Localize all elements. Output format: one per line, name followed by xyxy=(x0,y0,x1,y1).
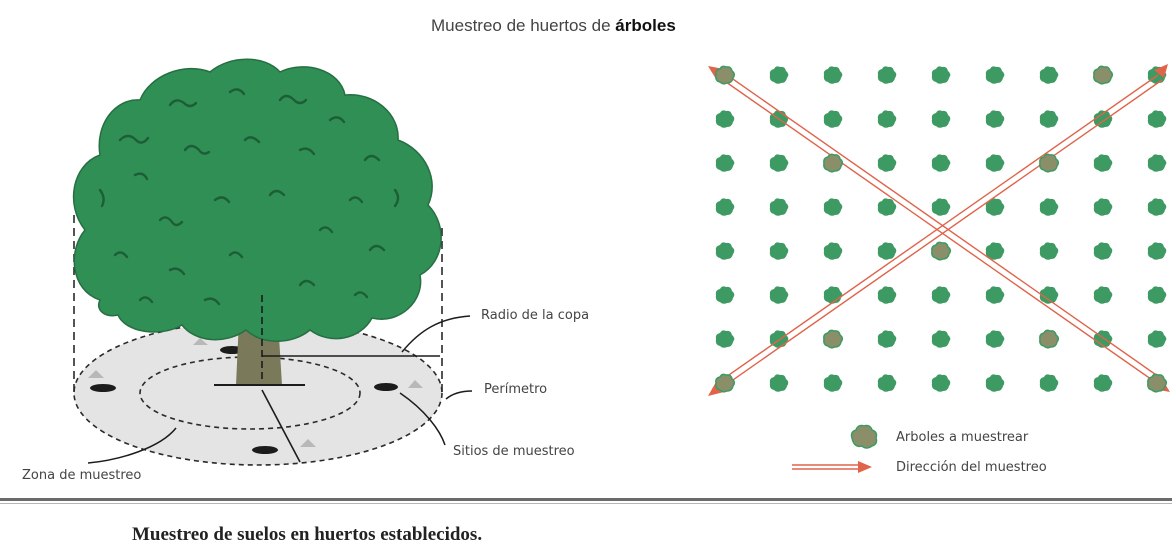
orchard-tree xyxy=(769,242,789,260)
orchard-tree xyxy=(877,154,897,172)
label-sampling-sites: Sitios de muestreo xyxy=(453,444,575,459)
orchard-tree xyxy=(931,330,951,348)
orchard-tree xyxy=(1093,242,1113,260)
orchard-tree xyxy=(1039,66,1059,84)
label-crown-radius: Radio de la copa xyxy=(481,308,590,323)
divider-rule-thin xyxy=(0,503,1172,504)
orchard-tree xyxy=(769,66,789,84)
orchard-tree xyxy=(1147,286,1167,304)
orchard-tree xyxy=(823,66,843,84)
legend-label-direction: Dirección del muestreo xyxy=(896,460,1047,475)
tree-canopy xyxy=(72,58,442,342)
orchard-tree xyxy=(985,242,1005,260)
orchard-tree xyxy=(877,66,897,84)
orchard-tree xyxy=(1093,154,1113,172)
perimeter-leader xyxy=(445,390,473,400)
legend xyxy=(792,424,878,473)
radius-leader xyxy=(401,315,471,353)
sampled-tree xyxy=(1093,65,1114,85)
orchard-tree xyxy=(769,286,789,304)
sampled-tree xyxy=(1039,153,1060,173)
orchard-tree xyxy=(877,374,897,392)
orchard-tree xyxy=(715,286,735,304)
label-sampling-zone: Zona de muestreo xyxy=(22,468,142,483)
sampled-tree xyxy=(823,329,844,349)
orchard-tree xyxy=(1093,374,1113,392)
orchard-tree xyxy=(1093,110,1113,128)
orchard-tree xyxy=(985,286,1005,304)
orchard-tree xyxy=(823,198,843,216)
sampled-tree xyxy=(1039,329,1060,349)
sampled-tree xyxy=(823,153,844,173)
orchard-tree xyxy=(931,66,951,84)
orchard-tree xyxy=(715,242,735,260)
orchard-tree xyxy=(769,198,789,216)
orchard-tree xyxy=(1147,198,1167,216)
orchard-tree xyxy=(985,110,1005,128)
orchard-tree xyxy=(877,198,897,216)
orchard-tree xyxy=(715,110,735,128)
tree-illustration xyxy=(72,58,473,466)
orchard-tree xyxy=(1093,286,1113,304)
orchard-grid xyxy=(715,66,1167,392)
zone-leader xyxy=(87,427,177,464)
sampling-hole xyxy=(90,384,116,392)
orchard-tree xyxy=(715,330,735,348)
orchard-tree xyxy=(985,66,1005,84)
orchard-tree xyxy=(931,286,951,304)
diagram-title: Muestreo de huertos de árboles xyxy=(431,16,676,35)
orchard-tree xyxy=(1147,110,1167,128)
orchard-tree xyxy=(985,330,1005,348)
orchard-tree xyxy=(877,286,897,304)
orchard-tree xyxy=(931,154,951,172)
orchard-tree xyxy=(715,154,735,172)
orchard-tree xyxy=(1093,198,1113,216)
orchard-tree xyxy=(769,374,789,392)
sampled-tree xyxy=(931,241,952,261)
orchard-tree xyxy=(877,242,897,260)
orchard-tree xyxy=(931,110,951,128)
orchard-tree xyxy=(877,110,897,128)
orchard-tree xyxy=(985,198,1005,216)
orchard-tree xyxy=(1147,330,1167,348)
legend-label-trees: Arboles a muestrear xyxy=(896,430,1029,445)
orchard-tree xyxy=(823,110,843,128)
divider-rule xyxy=(0,498,1172,501)
orchard-tree xyxy=(931,374,951,392)
label-perimeter: Perímetro xyxy=(484,382,548,397)
sampling-hole xyxy=(374,383,398,391)
sites-leader xyxy=(399,392,446,446)
orchard-tree xyxy=(823,242,843,260)
orchard-tree xyxy=(931,198,951,216)
orchard-tree xyxy=(985,154,1005,172)
orchard-tree xyxy=(1039,286,1059,304)
orchard-tree xyxy=(1039,110,1059,128)
orchard-tree xyxy=(823,286,843,304)
orchard-tree xyxy=(1039,242,1059,260)
sampled-tree xyxy=(1147,373,1168,393)
orchard-sampling-figure xyxy=(72,58,1170,473)
sampled-tree xyxy=(715,373,736,393)
inner-ellipse xyxy=(139,356,361,430)
orchard-tree xyxy=(1039,374,1059,392)
orchard-tree xyxy=(1147,242,1167,260)
figure-caption: Muestreo de suelos en huertos establecid… xyxy=(132,524,483,545)
orchard-tree xyxy=(1039,198,1059,216)
orchard-tree xyxy=(715,198,735,216)
orchard-tree xyxy=(1147,154,1167,172)
sampling-hole xyxy=(252,446,278,454)
legend-tree-icon xyxy=(850,424,878,449)
orchard-tree xyxy=(769,154,789,172)
orchard-tree xyxy=(823,374,843,392)
sampled-trees xyxy=(715,65,1168,393)
orchard-tree xyxy=(985,374,1005,392)
sampled-tree xyxy=(715,65,736,85)
orchard-tree xyxy=(877,330,897,348)
